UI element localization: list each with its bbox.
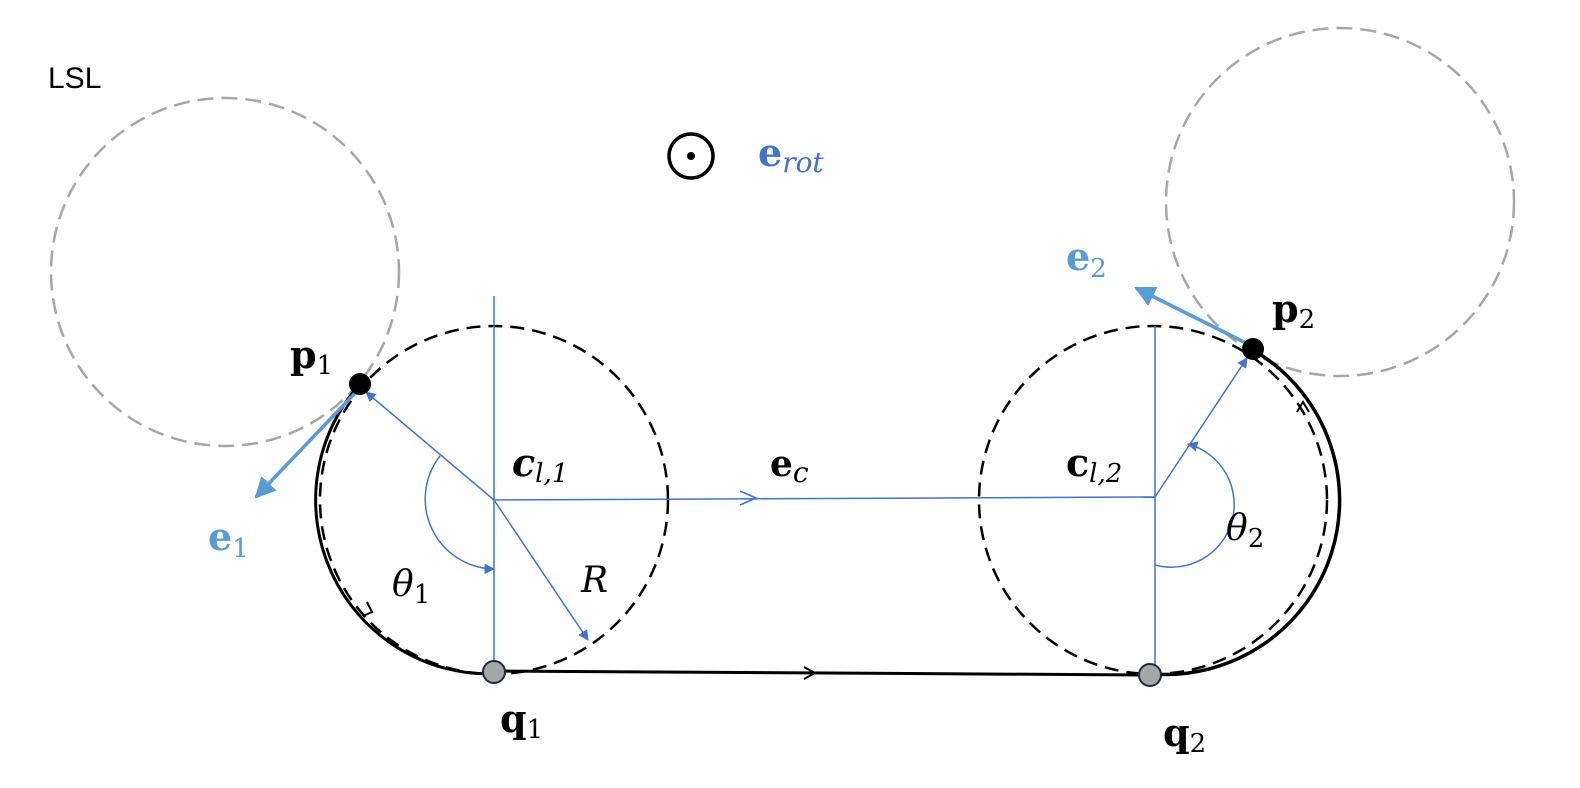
point-q2: [1138, 663, 1162, 687]
label-e2: e2: [1066, 234, 1107, 284]
label-c2: cl,2: [1066, 440, 1122, 489]
label-theta2: θ2: [1226, 508, 1264, 554]
label-q2: q2: [1163, 710, 1206, 759]
e2-vector: [1134, 286, 1251, 347]
turning-circle-2: [977, 324, 1329, 676]
end-circle-gray: [1164, 26, 1516, 378]
label-theta1: θ1: [392, 564, 430, 610]
label-radius: R: [580, 560, 608, 601]
ec-line: [493, 496, 1156, 501]
path-arc-1: [314, 383, 495, 676]
label-p2: p2: [1272, 286, 1315, 335]
start-circle-gray: [49, 96, 401, 448]
label-e-rot: erot: [758, 130, 824, 179]
label-e-c: ec: [770, 443, 809, 489]
theta2-arc: [1154, 441, 1235, 568]
label-p1: p1: [290, 332, 333, 381]
e-rot-symbol-dot: [687, 152, 695, 160]
vector-c1-to-p1: [365, 391, 495, 501]
e-rot-symbol-icon: [667, 132, 715, 180]
e1-vector: [254, 388, 360, 499]
vector-c2-to-p2: [1154, 357, 1248, 498]
theta1-arc: [424, 455, 496, 575]
label-c1: cl,1: [512, 440, 568, 489]
label-q1: q1: [500, 696, 543, 745]
path-direction-arc-1: [362, 601, 374, 617]
radius-vector: [493, 499, 589, 641]
point-q1: [482, 660, 506, 684]
path-direction-straight: [803, 666, 818, 680]
path-direction-arc-2: [1296, 400, 1310, 413]
point-p1: [349, 373, 371, 395]
label-e1: e1: [208, 514, 249, 564]
diagram-title: LSL: [48, 62, 101, 95]
ec-arrowhead: [739, 490, 758, 506]
path-arc-2: [1152, 348, 1342, 677]
path-straight: [493, 669, 1151, 677]
point-p2: [1242, 338, 1264, 360]
